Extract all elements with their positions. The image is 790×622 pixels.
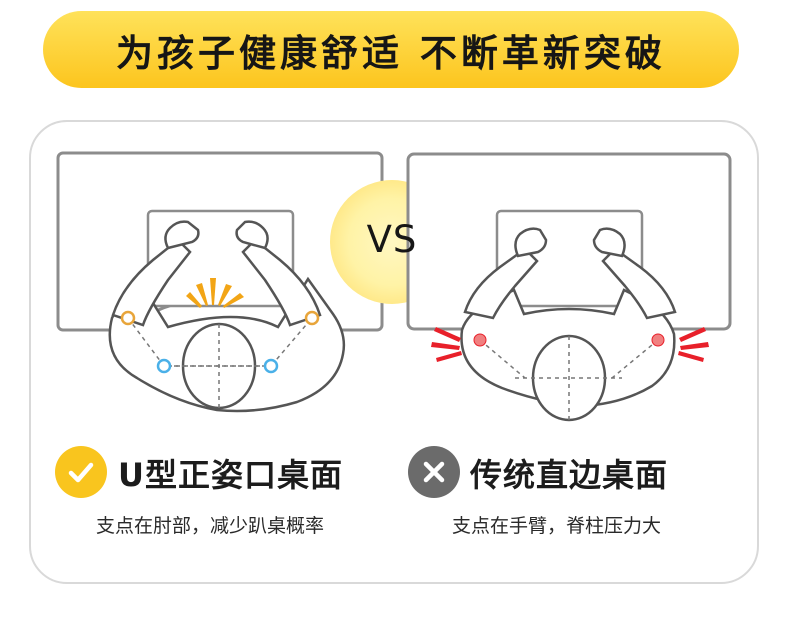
title-banner: 为孩子健康舒适 不断革新突破 bbox=[43, 11, 739, 88]
left-hand bbox=[164, 220, 200, 250]
right-arm bbox=[241, 238, 322, 327]
left-arm bbox=[463, 247, 539, 320]
straight-desk-scene bbox=[406, 152, 732, 422]
left-hand bbox=[514, 227, 548, 258]
shoulder-point-left bbox=[156, 358, 172, 374]
pressure-point-left bbox=[473, 333, 487, 347]
elbow-support-left bbox=[120, 310, 136, 326]
page-title: 为孩子健康舒适 不断革新突破 bbox=[116, 31, 666, 75]
check-badge bbox=[55, 446, 107, 498]
right-hand bbox=[235, 220, 269, 250]
alert-rays-left-icon bbox=[431, 327, 462, 362]
u-desk-subtitle: 支点在肘部，减少趴桌概率 bbox=[96, 515, 325, 537]
cross-badge bbox=[408, 446, 460, 498]
straight-desk-subtitle: 支点在手臂，脊柱压力大 bbox=[452, 515, 662, 537]
u-shaped-desk-scene bbox=[56, 151, 384, 413]
u-desk-title: U型正姿口桌面 bbox=[118, 456, 343, 494]
vs-label: VS bbox=[366, 218, 418, 261]
elbow-support-right bbox=[304, 310, 320, 326]
alert-rays-right-icon bbox=[678, 327, 709, 362]
pressure-point-right bbox=[651, 333, 665, 347]
right-arm bbox=[601, 247, 677, 320]
shoulder-point-right bbox=[263, 358, 279, 374]
emphasis-rays-icon bbox=[186, 278, 244, 308]
right-hand bbox=[592, 227, 626, 258]
checkmark-icon bbox=[68, 462, 94, 483]
left-arm bbox=[111, 238, 192, 327]
straight-desk-title: 传统直边桌面 bbox=[470, 456, 669, 494]
cross-icon bbox=[423, 461, 445, 483]
